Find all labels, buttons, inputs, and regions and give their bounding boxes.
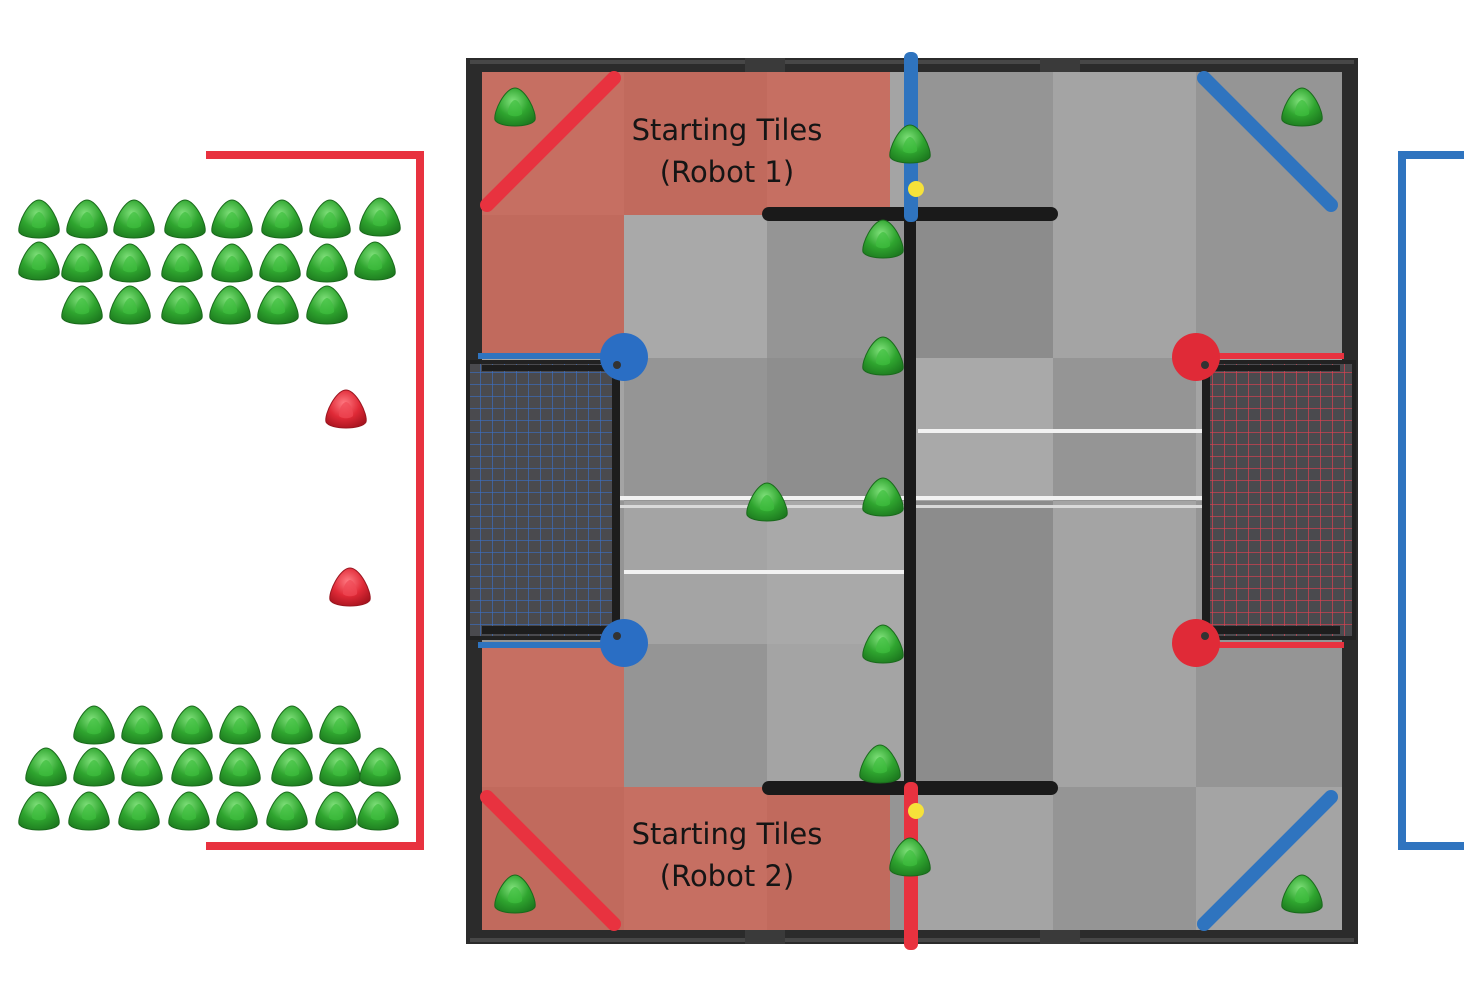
starting-tiles-robot1-line1: Starting Tiles (631, 113, 823, 147)
matchload-bars (480, 71, 1338, 931)
matchload-triballs-bottom (18, 705, 401, 831)
red-alliance-bracket (206, 151, 424, 850)
red-goal (1172, 333, 1356, 667)
starting-tiles-robot2-label: Starting Tiles (Robot 2) (577, 813, 877, 897)
blue-alliance-bracket (1398, 151, 1464, 850)
starting-tiles-robot2-line2: (Robot 2) (659, 859, 795, 893)
starting-tiles-robot1-label: Starting Tiles (Robot 1) (577, 109, 877, 193)
red-alliance-triballs (325, 389, 371, 607)
starting-tiles-robot2-line1: Starting Tiles (631, 817, 823, 851)
starting-zone-robot1 (482, 72, 890, 358)
starting-zone-robot2 (482, 644, 890, 930)
blue-goal (466, 333, 648, 667)
starting-tiles-robot1-line2: (Robot 1) (659, 155, 795, 189)
matchload-triballs-top (18, 197, 401, 325)
